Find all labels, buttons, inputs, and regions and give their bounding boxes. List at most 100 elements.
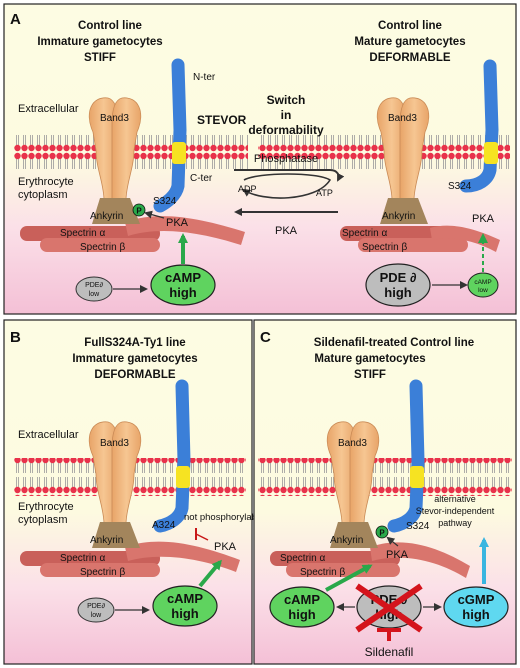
camp-high-b-1: cAMP (167, 591, 203, 606)
spectrin-alpha-c: Spectrin α (280, 553, 325, 564)
n-ter-label: N-ter (193, 72, 216, 83)
s324-label-c: S324 (406, 521, 430, 532)
camp-low-text-2: low (478, 287, 488, 294)
spectrin-beta-b: Spectrin β (80, 567, 125, 578)
panel-a-right-state: DEFORMABLE (369, 52, 450, 64)
spectrin-beta-right: Spectrin β (362, 242, 407, 253)
panel-c-letter: C (260, 329, 271, 346)
pde-low-b-2: low (91, 612, 102, 619)
panel-c: C Sildenafil-treated Control line Mature… (253, 319, 517, 665)
camp-to-pka-arrow-b (198, 559, 222, 588)
panel-c-stage: Mature gametocytes (314, 353, 425, 365)
stevor-label: STEVOR (197, 113, 247, 127)
panel-c-line: Sildenafil-treated Control line (314, 337, 474, 349)
cgmp-high-2: high (462, 607, 489, 622)
inhibit-line (195, 533, 209, 541)
camp-high-text-2: high (169, 285, 196, 300)
switch-text-1: Switch (267, 93, 306, 107)
panel-a-left-state: STIFF (84, 52, 116, 64)
ankyrin-label-right: Ankyrin (382, 211, 415, 222)
band3-c (326, 421, 380, 525)
pka-arrow-c (386, 536, 399, 547)
band3-label: Band3 (100, 113, 129, 124)
camp-high-text-1: cAMP (165, 270, 201, 285)
ankyrin-label-b: Ankyrin (90, 535, 123, 546)
pde-high-node (365, 263, 431, 307)
c-ter-label: C-ter (190, 173, 213, 184)
pka-label-b: PKA (214, 541, 237, 553)
band3-label-right: Band3 (388, 113, 417, 124)
panel-b-letter: B (10, 329, 21, 346)
s324-label: S324 (153, 196, 177, 207)
camp-to-pka-arrow-c (325, 564, 373, 592)
band3-left (88, 97, 142, 201)
panel-a-right-stage: Mature gametocytes (354, 36, 465, 48)
stevor-tm-left (172, 142, 186, 164)
membrane-c (258, 458, 512, 496)
panel-a-left-stage: Immature gametocytes (37, 36, 162, 48)
phosphatase-label: Phosphatase (254, 153, 318, 165)
panel-c-state: STIFF (354, 369, 386, 381)
switch-text-3: deformability (248, 123, 324, 137)
panel-a-right-line: Control line (378, 20, 442, 32)
spectrin-left (20, 216, 245, 252)
pde-low-node-b (77, 597, 115, 623)
ankyrin-left (92, 198, 140, 224)
switch-text-2: in (281, 108, 292, 122)
pde-high-text-1: PDE ∂ (380, 270, 417, 285)
cytoplasm-label: cytoplasm (18, 189, 68, 201)
panel-a: A Control line Immature gametocytes STIF… (3, 3, 517, 315)
cgmp-high-1: cGMP (458, 592, 495, 607)
band3-b (88, 421, 142, 525)
panel-a-letter: A (10, 11, 21, 28)
ankyrin-c (330, 522, 378, 548)
ankyrin-b (92, 522, 140, 548)
camp-high-node-c (269, 586, 335, 628)
stevor-protein-left (153, 58, 187, 213)
panel-b-line: FullS324A-Ty1 line (84, 337, 185, 349)
ankyrin-label-c: Ankyrin (330, 535, 363, 546)
camp-low-text-1: cAMP (474, 279, 491, 286)
alt-text-1: alternative (434, 494, 476, 504)
stevor-tm-c (410, 466, 424, 488)
adp-label: ADP (238, 184, 257, 194)
panel-b: B FullS324A-Ty1 line Immature gametocyte… (3, 319, 264, 665)
pde-low-text-2: low (89, 291, 100, 298)
band3-right (376, 97, 430, 201)
ankyrin-right (380, 198, 428, 224)
pde-low-text-1: PDE∂ (85, 282, 103, 289)
alt-text-3: pathway (438, 518, 472, 528)
spectrin-b (20, 541, 240, 577)
camp-high-c-2: high (288, 607, 315, 622)
pde-low-b-1: PDE∂ (87, 603, 105, 610)
pde-cross-icon (355, 583, 423, 633)
erythrocyte-label: Erythrocyte (18, 176, 74, 188)
pka-label-left: PKA (166, 217, 189, 229)
phosphatase-arrow (234, 169, 345, 182)
pka-arrow-left (144, 210, 165, 219)
spectrin-beta-label: Spectrin β (80, 242, 125, 253)
phosphate-icon (132, 203, 146, 217)
camp-low-node (467, 272, 499, 298)
spectrin-right (340, 225, 500, 252)
panel-a-left-line: Control line (78, 20, 142, 32)
sildenafil-inhibit-icon (377, 628, 401, 641)
camp-high-node-b (152, 585, 218, 627)
cgmp-high-node (443, 586, 509, 628)
spectrin-alpha-right: Spectrin α (342, 228, 387, 239)
erythrocyte-b: Erythrocyte (18, 501, 74, 513)
phosphate-label-c: P (379, 529, 385, 538)
adp-atp-cycle (242, 173, 332, 199)
extracellular-label: Extracellular (18, 103, 79, 115)
band3-label-b: Band3 (100, 438, 129, 449)
atp-label: ATP (316, 188, 333, 198)
cytoplasm-b: cytoplasm (18, 514, 68, 526)
phosphate-icon-c (375, 525, 389, 539)
pka-label-c: PKA (386, 549, 409, 561)
s324-label-right: S324 (448, 181, 472, 192)
stevor-tm-right (484, 142, 498, 164)
camp-high-node (150, 264, 216, 306)
spectrin-beta-c: Spectrin β (300, 567, 345, 578)
ankyrin-label: Ankyrin (90, 211, 123, 222)
